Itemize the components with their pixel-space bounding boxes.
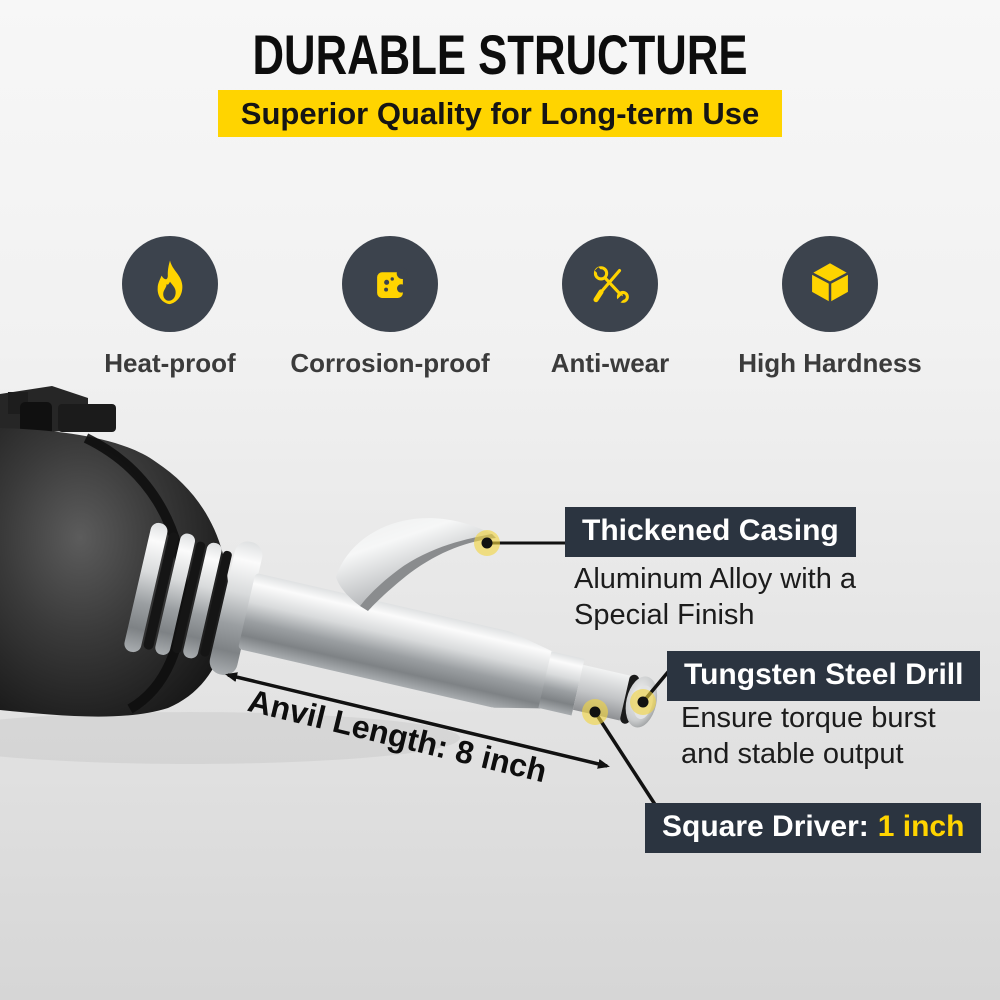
feature-label: Corrosion-proof <box>290 348 490 378</box>
callout-square-driver: Square Driver:1 inch <box>645 803 982 853</box>
subtitle-banner: Superior Quality for Long-term Use <box>218 90 782 137</box>
feature-row: Heat-proof Corrosion-proof <box>60 236 940 379</box>
callout-thickened-casing-desc: Aluminum Alloy with a Special Finish <box>574 563 857 631</box>
feature-circle <box>782 236 878 332</box>
feature-circle <box>562 236 658 332</box>
callout-thickened-casing: Thickened Casing <box>565 507 856 557</box>
driver-callout-line <box>582 699 658 807</box>
corroded-block-icon <box>377 267 408 298</box>
casing-callout-line <box>474 530 566 556</box>
feature-label: Heat-proof <box>104 348 236 378</box>
feature-circle <box>342 236 438 332</box>
callout-tungsten-drill: Tungsten Steel Drill <box>667 651 981 701</box>
feature-corrosion-proof: Corrosion-proof <box>280 236 500 379</box>
flame-icon <box>157 260 183 305</box>
cube-icon <box>811 263 849 302</box>
square-driver-label: Square Driver: <box>662 810 869 843</box>
square-driver-value: 1 inch <box>877 810 965 843</box>
page-title: DURABLE STRUCTURE <box>252 23 748 86</box>
feature-anti-wear: Anti-wear <box>500 236 720 379</box>
feature-label: High Hardness <box>738 348 922 378</box>
callout-tungsten-drill-desc: Ensure torque burst and stable output <box>681 702 936 770</box>
square-driver-end <box>572 664 630 721</box>
impact-wrench-body <box>0 386 229 717</box>
wrench-screwdriver-icon <box>593 266 629 303</box>
feature-circle <box>122 236 218 332</box>
anvil-length-label: Anvil Length: 8 inch <box>244 682 551 790</box>
drill-end-cap <box>625 676 658 728</box>
feature-heat-proof: Heat-proof <box>60 236 280 379</box>
feature-high-hardness: High Hardness <box>720 236 940 379</box>
casing-piece <box>336 518 496 611</box>
feature-label: Anti-wear <box>550 348 670 378</box>
